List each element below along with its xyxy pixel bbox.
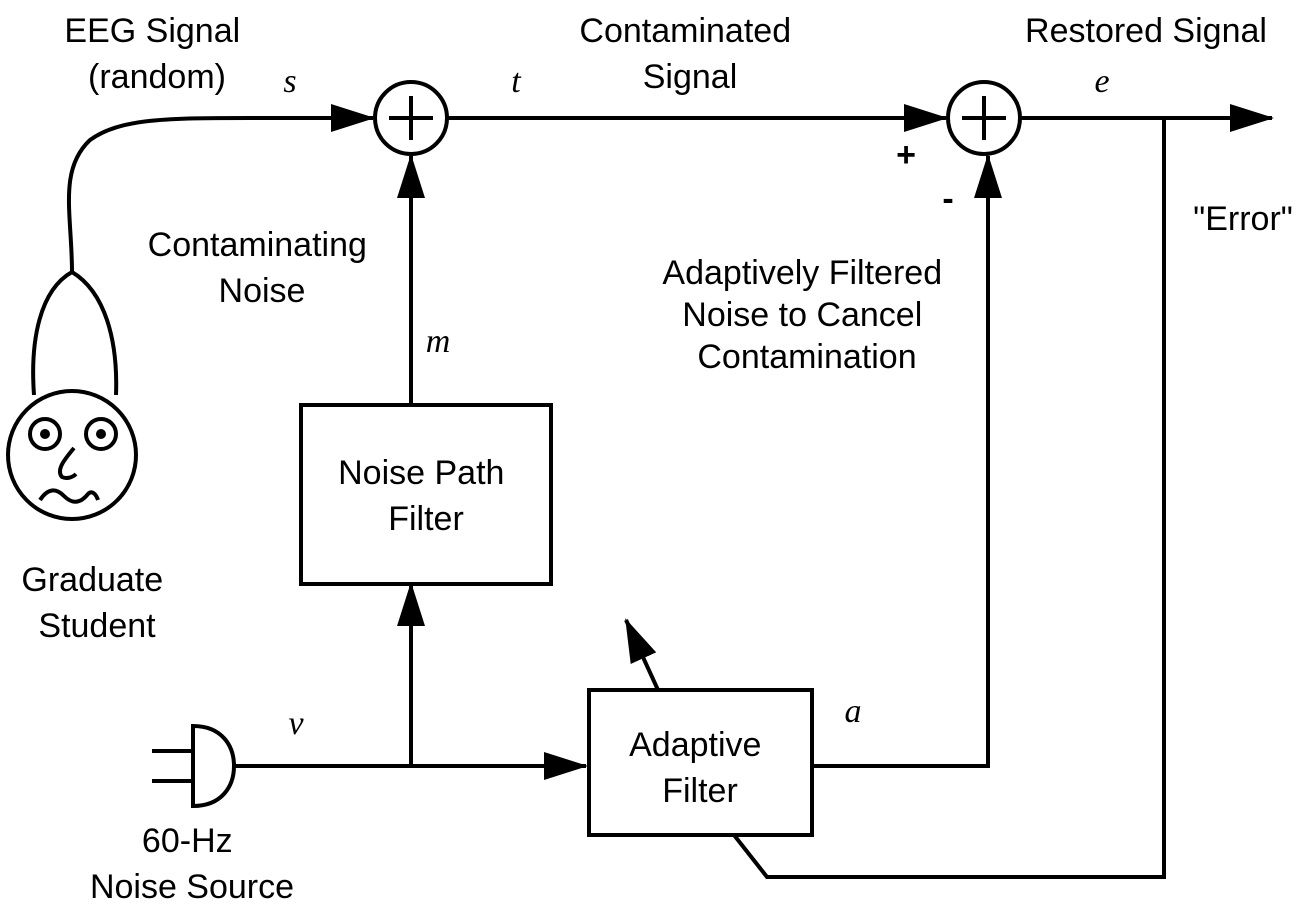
adaptive-filter-label: Adaptive Filter <box>629 726 771 810</box>
var-e: e <box>1094 63 1109 100</box>
noise-path-filter-label: Noise Path Filter <box>338 454 514 538</box>
minus-sign: - <box>942 180 953 218</box>
var-a: a <box>845 693 862 730</box>
plug-icon <box>152 723 237 809</box>
var-v: v <box>288 705 304 742</box>
summer-1 <box>373 80 449 156</box>
adaptive-output-wire <box>812 154 1002 768</box>
var-m: m <box>426 323 451 360</box>
var-t: t <box>511 63 522 100</box>
contaminating-noise-label: Contaminating Noise <box>148 226 377 310</box>
noise-path-filter-block <box>299 403 553 586</box>
eeg-signal-label: EEG Signal (random) <box>64 12 249 96</box>
plus-sign: + <box>896 136 916 174</box>
restored-signal-label: Restored Signal <box>1025 12 1267 50</box>
var-s: s <box>283 63 296 100</box>
graduate-student-label: Graduate Student <box>21 561 172 645</box>
error-feedback-wire <box>732 118 1166 879</box>
eeg-cable <box>66 104 375 273</box>
error-label: "Error" <box>1193 200 1293 238</box>
adaptation-arrow <box>624 618 660 691</box>
summer-2 <box>946 80 1022 156</box>
adaptively-filtered-noise-label: Adaptively Filtered Noise to Cancel Cont… <box>662 254 951 376</box>
contaminated-signal-label: Contaminated Signal <box>579 12 800 96</box>
adaptive-filter-block <box>587 688 814 837</box>
graduate-student-face <box>6 270 138 521</box>
noise-source-label: 60-Hz Noise Source <box>90 822 294 906</box>
